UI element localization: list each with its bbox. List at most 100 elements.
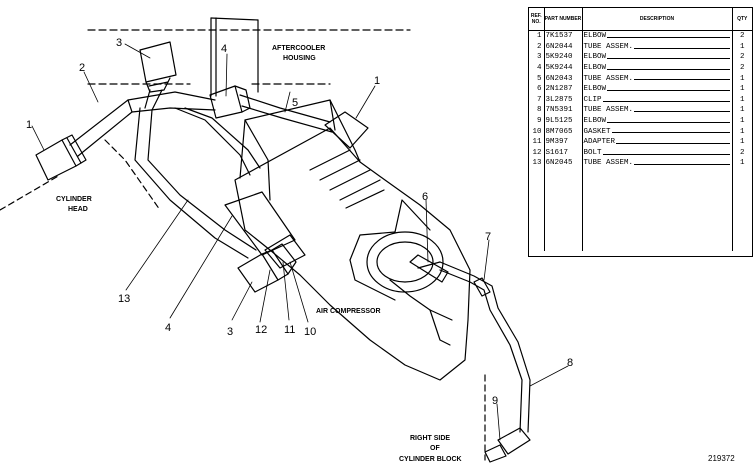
- header-ref-no: REF. NO.: [529, 8, 545, 31]
- part-number: 2N1287: [544, 83, 583, 95]
- callout-12: 12: [255, 324, 267, 336]
- description-cell: TUBE ASSEM.: [582, 105, 733, 116]
- qty: 1: [739, 127, 745, 136]
- header-description: DESCRIPTION: [582, 8, 733, 31]
- part-number: 6N2045: [544, 158, 583, 169]
- cylinder-head-outline: [0, 139, 161, 211]
- callout-3-bottom: 3: [227, 326, 233, 338]
- callout-8: 8: [567, 357, 573, 369]
- label-of: OF: [430, 445, 440, 452]
- description-cell: TUBE ASSEM.: [582, 41, 733, 53]
- description-cell: GASKET: [582, 126, 733, 137]
- description: ELBOW: [583, 85, 608, 94]
- part-number: 6N2044: [544, 41, 583, 53]
- qty: 1: [739, 159, 745, 168]
- label-housing: HOUSING: [283, 55, 316, 62]
- callout-11: 11: [284, 324, 295, 336]
- aftercooler-housing: [87, 17, 411, 97]
- description: TUBE ASSEM.: [583, 106, 635, 115]
- ref-no: 5: [529, 73, 545, 84]
- elbow-1-left: [35, 134, 87, 181]
- ref-no: 8: [529, 105, 545, 116]
- part-number: 9M397: [544, 136, 583, 148]
- part-number: S1617: [544, 147, 583, 159]
- ref-no: 4: [529, 62, 545, 74]
- qty: 1: [739, 74, 745, 83]
- callout-4-top: 4: [221, 43, 227, 55]
- ref-no: 12: [529, 147, 545, 159]
- callout-4-bottom: 4: [165, 322, 171, 334]
- description-cell: BOLT: [582, 147, 733, 159]
- qty: 1: [739, 42, 745, 51]
- callout-1-right: 1: [374, 75, 380, 87]
- ref-no: 6: [529, 83, 545, 95]
- header-qty: QTY: [732, 8, 752, 31]
- description: ELBOW: [583, 32, 608, 41]
- description-cell: ELBOW: [582, 62, 733, 74]
- elbow-9: [484, 427, 531, 463]
- ref-no: 9: [529, 115, 545, 127]
- description: TUBE ASSEM.: [583, 159, 635, 168]
- callout-13: 13: [118, 293, 130, 305]
- tube-8: [439, 261, 531, 433]
- description-cell: TUBE ASSEM.: [582, 73, 733, 84]
- figure-number: 219372: [708, 454, 735, 463]
- description-cell: CLIP: [582, 94, 733, 106]
- qty: 1: [739, 106, 745, 115]
- part-number: 7N5391: [544, 105, 583, 116]
- qty: 1: [739, 117, 745, 126]
- part-number: 5K9240: [544, 52, 583, 63]
- ref-no: 2: [529, 41, 545, 53]
- description-cell: TUBE ASSEM.: [582, 158, 733, 169]
- header-part-number: PART NUMBER: [544, 8, 583, 31]
- air-compressor-body: [224, 99, 471, 381]
- qty: 1: [739, 95, 745, 104]
- tube-13: [134, 89, 261, 259]
- elbow-1-right: [324, 111, 369, 149]
- table-filler-row: [529, 168, 752, 251]
- ref-no: 11: [529, 136, 545, 148]
- callout-1-left: 1: [26, 119, 32, 131]
- tube-2: [69, 91, 216, 157]
- qty: 1: [739, 85, 745, 94]
- ref-no: 7: [529, 94, 545, 106]
- part-number: 5K9244: [544, 62, 583, 74]
- label-aftercooler: AFTERCOOLER: [272, 45, 325, 52]
- description: GASKET: [583, 127, 612, 136]
- description: BOLT: [583, 148, 603, 157]
- label-cylinder: CYLINDER: [56, 196, 92, 203]
- table-header-row: REF. NO. PART NUMBER DESCRIPTION QTY: [529, 8, 752, 31]
- clip-7: [473, 277, 491, 297]
- description-cell: ELBOW: [582, 52, 733, 63]
- ref-no: 3: [529, 52, 545, 63]
- callout-9: 9: [492, 395, 498, 407]
- qty: 2: [739, 148, 745, 157]
- description: TUBE ASSEM.: [583, 42, 635, 51]
- ref-no: 10: [529, 126, 545, 137]
- ref-no: 13: [529, 158, 545, 169]
- qty: 1: [739, 138, 745, 147]
- ref-no: 1: [529, 30, 545, 42]
- description-cell: ADAPTER: [582, 136, 733, 148]
- description: TUBE ASSEM.: [583, 74, 635, 83]
- qty: 2: [739, 64, 745, 73]
- elbow-3-top: [139, 41, 177, 93]
- description-cell: ELBOW: [582, 115, 733, 127]
- elbow-4-upper: [209, 85, 251, 119]
- description: ELBOW: [583, 64, 608, 73]
- leader-lines: [31, 43, 569, 441]
- description: ADAPTER: [583, 138, 617, 147]
- elbow-6: [409, 254, 449, 283]
- label-right-side: RIGHT SIDE: [410, 435, 450, 442]
